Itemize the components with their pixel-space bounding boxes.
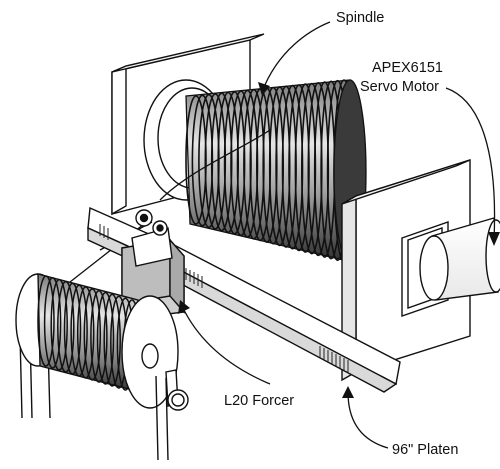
thread-ridge xyxy=(43,277,62,369)
motor-arrowhead xyxy=(488,232,500,246)
forcer-leader xyxy=(181,305,271,385)
leader-arrowheads xyxy=(178,82,500,398)
thread-ridge xyxy=(96,291,115,385)
motor-leader xyxy=(445,87,496,241)
platen-arrowhead xyxy=(342,386,354,398)
thread-ridge xyxy=(57,280,75,373)
platen-leader xyxy=(347,391,389,449)
spindle-spool xyxy=(185,79,367,265)
thread-ridge xyxy=(103,293,121,387)
thread-ridge xyxy=(37,275,55,367)
forcer-arrowhead xyxy=(178,300,190,314)
spindle-leader xyxy=(261,21,331,93)
leader-arrows xyxy=(181,21,496,449)
thread-ridge xyxy=(63,282,82,375)
motor-label-line2: Servo Motor xyxy=(360,79,439,95)
spindle-label: Spindle xyxy=(336,10,384,26)
supply-spool-thread-ridges xyxy=(37,275,141,393)
platen-label: 96" Platen xyxy=(392,442,458,458)
platen-scale-ticks xyxy=(99,224,349,372)
thread-ridge xyxy=(70,284,88,377)
servo-motor xyxy=(401,217,500,317)
motor-label-line1: APEX6151 xyxy=(372,60,443,76)
thread-ridge xyxy=(90,290,108,383)
thread-ridge xyxy=(50,278,68,371)
thread-ridge xyxy=(76,286,95,379)
spindle-arrowhead xyxy=(258,82,270,96)
thread-ridge xyxy=(83,288,102,381)
supply-spool xyxy=(15,273,189,461)
forcer-label: L20 Forcer xyxy=(224,393,294,409)
